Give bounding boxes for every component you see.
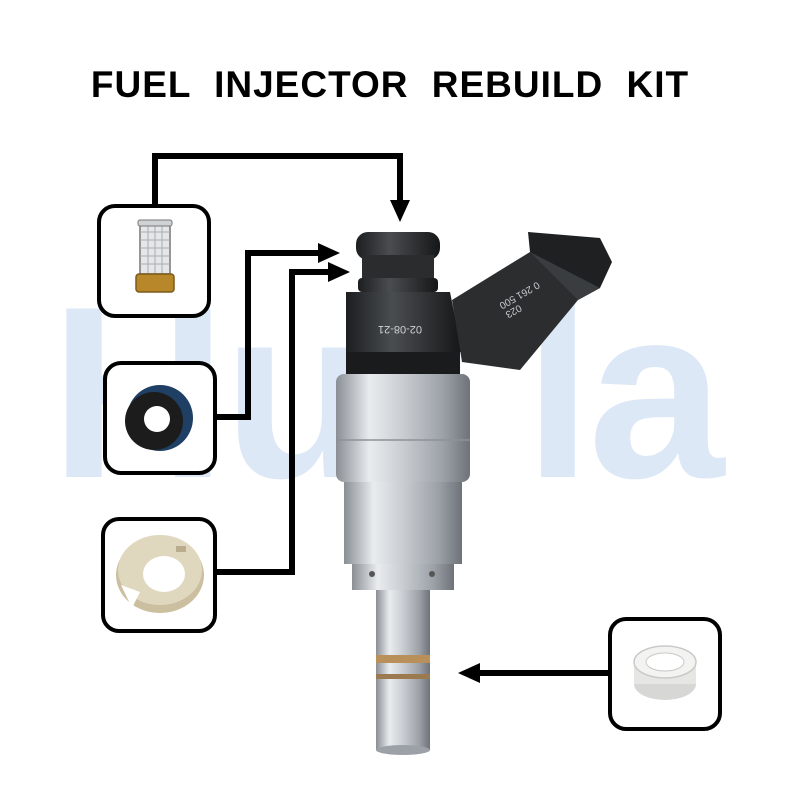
washer-icon <box>116 535 204 613</box>
o-ring-icon <box>125 385 193 451</box>
page-title: FUEL INJECTOR REBUILD KIT <box>90 64 690 105</box>
filter-icon <box>135 219 175 293</box>
fuel-injector <box>336 232 612 755</box>
arrow-washer <box>215 262 350 575</box>
arrow-o-ring <box>215 243 340 420</box>
seal-ring-icon <box>633 645 697 700</box>
arrow-seal <box>458 663 610 683</box>
arrow-filter <box>152 153 410 222</box>
injector-body-code: 02-08-21 <box>378 323 422 335</box>
